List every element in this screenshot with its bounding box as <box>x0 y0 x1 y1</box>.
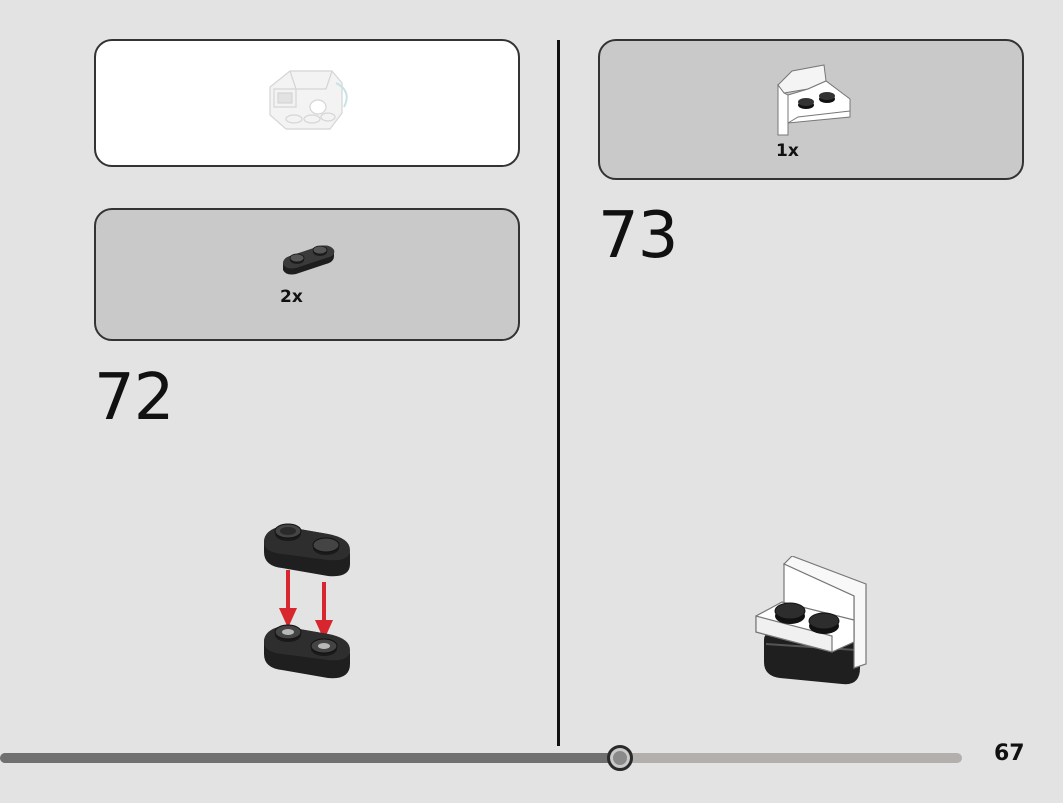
progress-fill <box>0 753 620 763</box>
step-number: 73 <box>598 199 678 273</box>
parts-list-step-73: 1x <box>598 39 1024 180</box>
parts-list-step-72: 2x <box>94 208 520 341</box>
part-quantity: 2x <box>280 287 303 307</box>
column-divider <box>557 40 560 746</box>
step-73-build-illustration <box>755 556 867 685</box>
white-bracket-part-icon <box>777 64 851 136</box>
submodel-preview-image <box>269 70 348 130</box>
page-progress-slider[interactable] <box>0 745 962 771</box>
part-quantity: 1x <box>776 141 799 161</box>
dark-plate-1x2-part-icon <box>283 245 335 275</box>
slider-handle[interactable] <box>607 745 633 771</box>
step-72-build-illustration <box>264 523 350 679</box>
step-number: 72 <box>94 361 174 435</box>
submodel-preview-box <box>94 39 520 167</box>
page-number: 67 <box>994 741 1025 766</box>
